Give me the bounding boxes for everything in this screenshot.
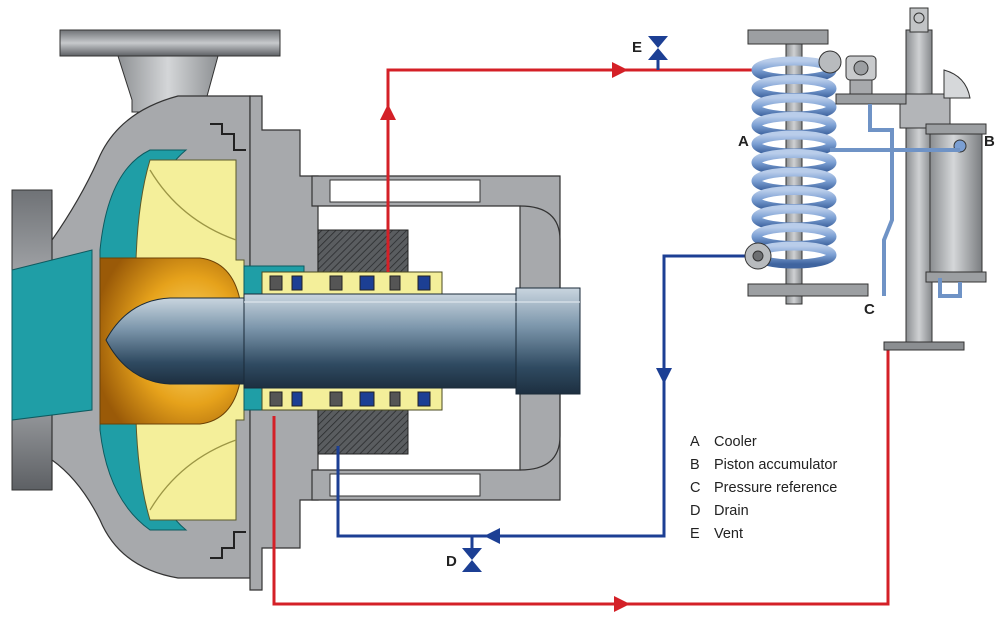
cooler	[744, 29, 869, 305]
pressure-transmitter	[835, 55, 907, 105]
flow-arrow-right-bottom	[614, 596, 630, 612]
hot-return-line	[272, 68, 890, 606]
piston-accumulator	[929, 127, 983, 279]
flow-arrow-up	[380, 104, 396, 120]
cooler-outlet-fitting	[818, 50, 842, 74]
suction-inlet	[11, 249, 93, 421]
instrument-tubing	[830, 104, 962, 298]
legend-letter-1: B	[690, 457, 700, 473]
cooler-coil	[751, 56, 837, 269]
legend-letter-4: E	[690, 526, 700, 542]
accumulator-frame	[883, 7, 987, 351]
callout-d: D	[446, 553, 457, 570]
legend-letter-3: D	[690, 503, 700, 519]
flow-arrow-down	[656, 368, 672, 384]
vent-valve	[648, 36, 668, 70]
legend-letter-2: C	[690, 480, 700, 496]
drain-valve	[462, 536, 482, 572]
flow-arrow-right-top	[612, 62, 628, 78]
legend: A Cooler B Piston accumulator C Pressure…	[690, 434, 837, 542]
discharge-flange	[59, 29, 281, 57]
legend-letter-0: A	[690, 434, 700, 450]
callout-a: A	[738, 133, 749, 150]
callout-e: E	[632, 39, 642, 56]
legend-text-0: Cooler	[714, 434, 757, 450]
legend-text-4: Vent	[714, 526, 743, 542]
callout-c: C	[864, 301, 875, 318]
cold-supply-line	[336, 254, 760, 538]
pump-casing	[11, 29, 319, 591]
legend-text-2: Pressure reference	[714, 480, 837, 496]
flow-arrow-left	[484, 528, 500, 544]
callout-b: B	[984, 133, 995, 150]
legend-text-3: Drain	[714, 503, 749, 519]
legend-text-1: Piston accumulator	[714, 457, 837, 473]
pump-shaft	[243, 287, 581, 395]
